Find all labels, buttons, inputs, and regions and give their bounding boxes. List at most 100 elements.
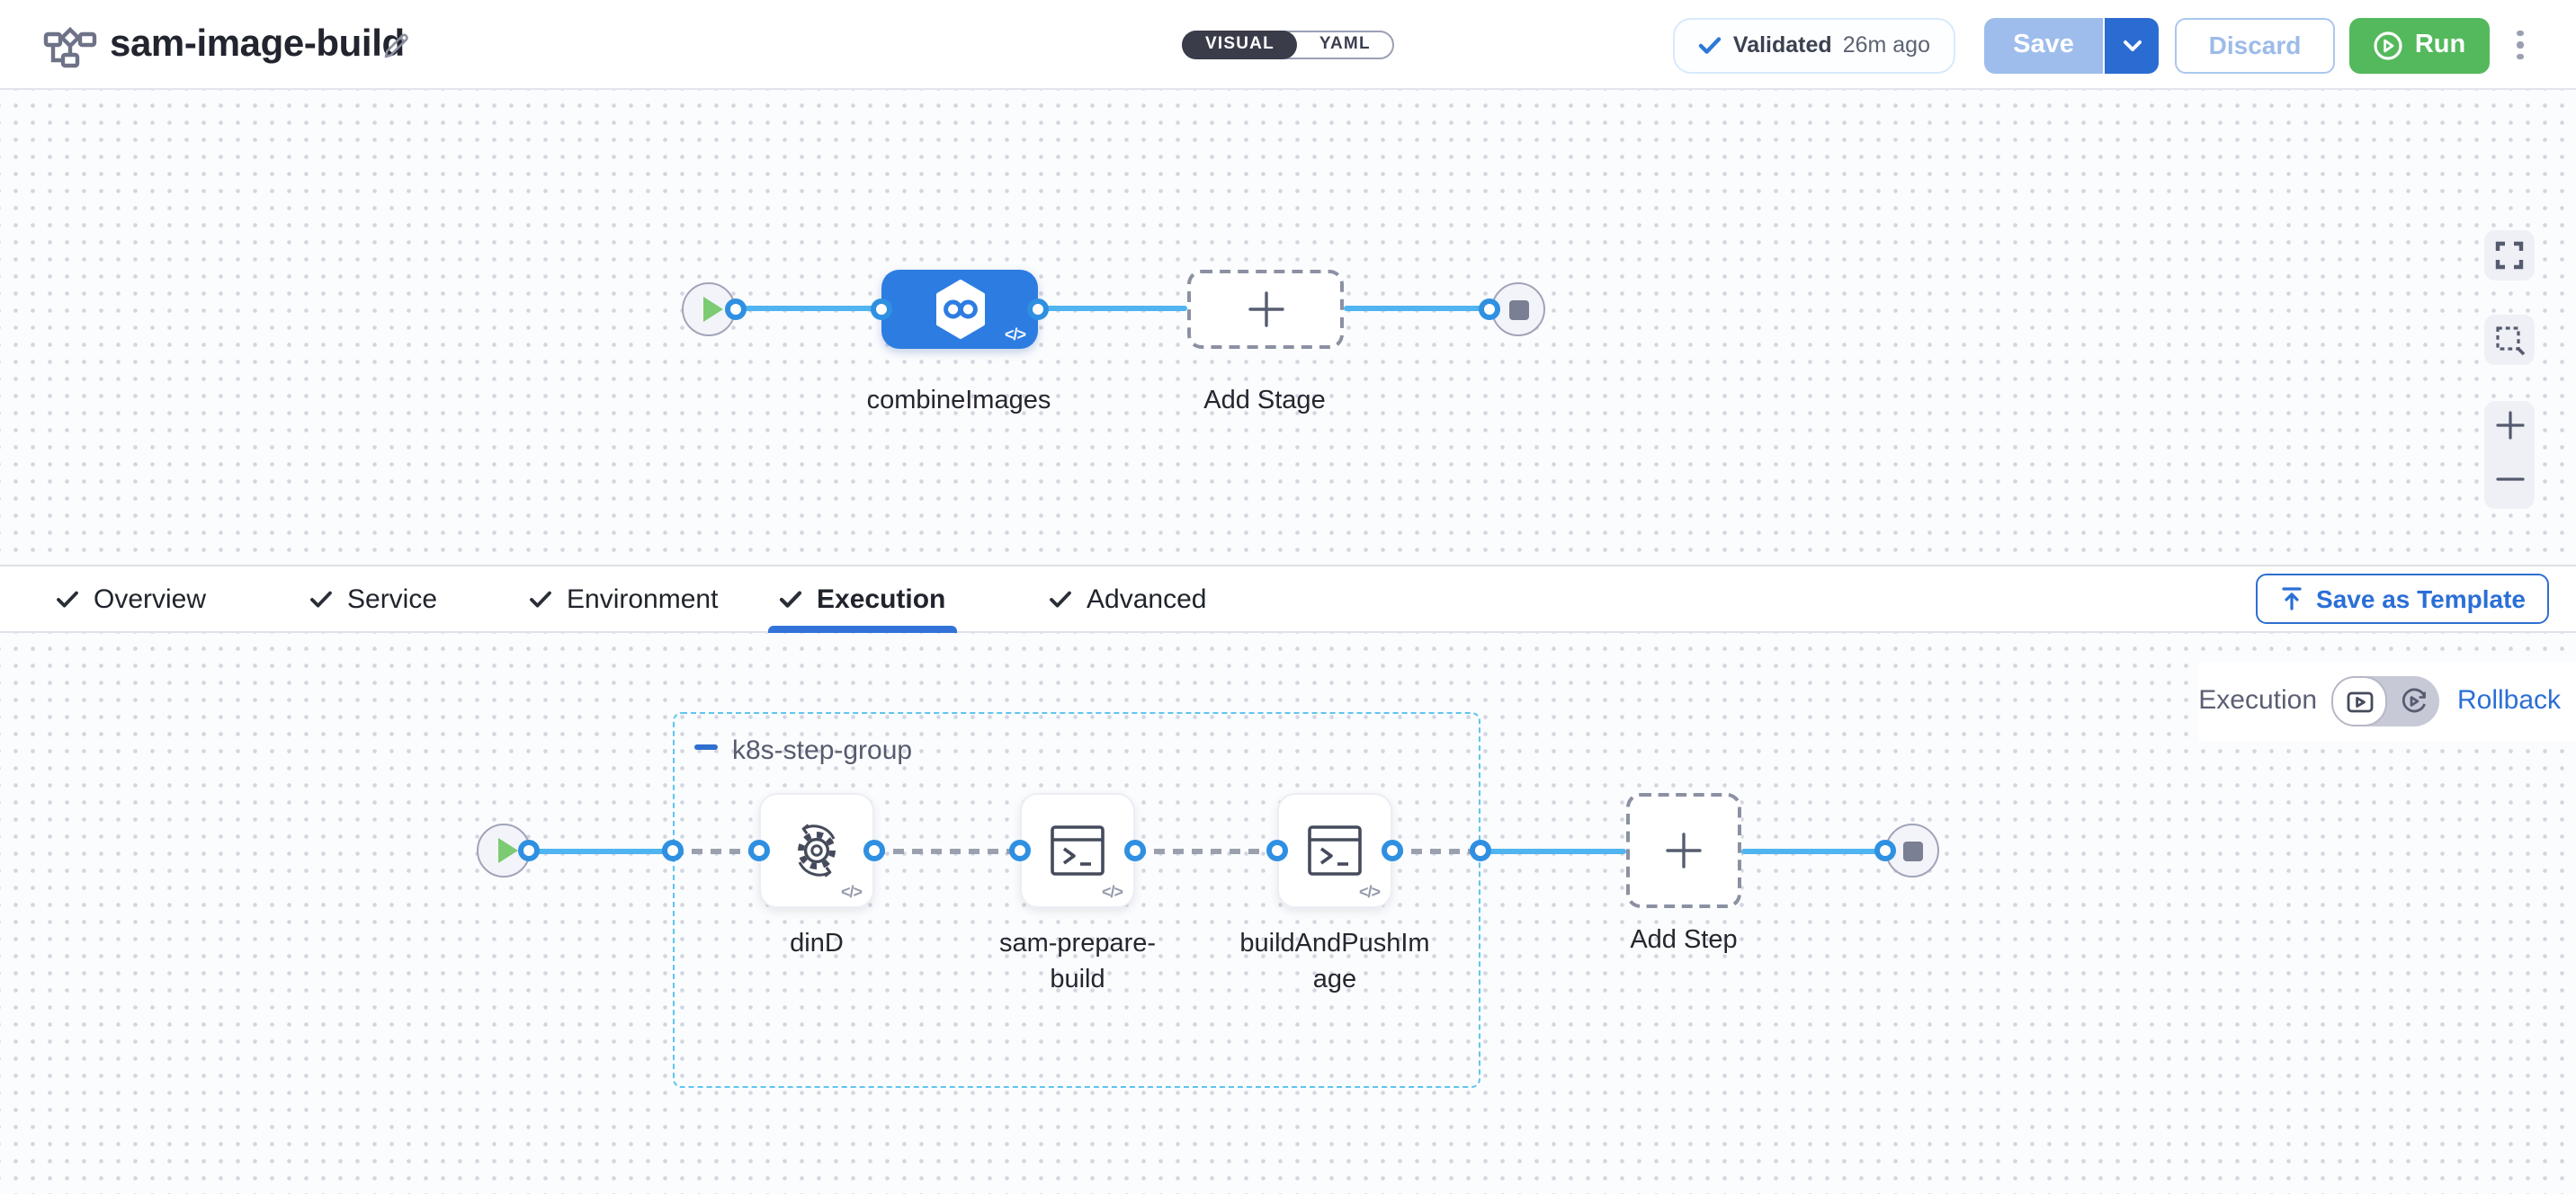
connector-port[interactable]: [863, 840, 885, 861]
tab-overview[interactable]: Overview: [45, 566, 217, 631]
tab-label: Service: [347, 584, 437, 614]
connector-line-dashed: [1135, 849, 1277, 853]
visual-yaml-toggle: VISUAL YAML: [1182, 31, 1394, 59]
tab-service[interactable]: Service: [299, 566, 448, 631]
check-icon: [529, 589, 552, 609]
zoom-out-icon: [2494, 464, 2525, 495]
connector-port[interactable]: [518, 840, 540, 861]
zoom-panel: [2484, 401, 2535, 509]
step-label: sam-prepare- build: [934, 926, 1221, 998]
sync-gear-icon: [786, 820, 847, 881]
stage-node-combineImages[interactable]: </>: [881, 270, 1038, 349]
add-step-button[interactable]: [1626, 793, 1741, 908]
chevron-down-icon: [2122, 39, 2142, 51]
connector-port[interactable]: [1382, 840, 1403, 861]
check-icon: [1699, 35, 1722, 55]
check-icon: [779, 589, 802, 609]
toggle-visual[interactable]: VISUAL: [1182, 31, 1298, 59]
connector-line: [529, 849, 673, 854]
connector-line: [736, 306, 881, 311]
check-icon: [56, 589, 79, 609]
execution-mode-label: Execution: [2164, 676, 2317, 726]
fullscreen-icon: [2495, 241, 2524, 270]
marquee-select-icon: [2494, 325, 2525, 355]
connector-line-dashed: [874, 849, 1020, 853]
execution-view-icon: [2345, 690, 2374, 713]
validated-badge[interactable]: Validated 26m ago: [1674, 17, 1955, 73]
step-card-dinD[interactable]: </>: [759, 793, 874, 908]
save-as-template-button[interactable]: Save as Template: [2255, 574, 2549, 624]
play-node-icon: [702, 297, 722, 322]
header: sam-image-build VISUAL YAML Validated 26…: [0, 0, 2576, 90]
connector-port[interactable]: [1027, 298, 1049, 320]
terminal-icon: [1306, 824, 1364, 878]
save-options-button[interactable]: [2105, 17, 2159, 73]
connector-port[interactable]: [1009, 840, 1031, 861]
save-button[interactable]: Save: [1984, 17, 2105, 73]
tab-environment[interactable]: Environment: [518, 566, 729, 631]
step-label: buildAndPushIm age: [1191, 926, 1479, 998]
connector-port[interactable]: [725, 298, 747, 320]
fullscreen-button[interactable]: [2484, 230, 2535, 281]
discard-button[interactable]: Discard: [2175, 17, 2335, 73]
zoom-in-icon: [2494, 410, 2525, 441]
step-card-sam-prepare-build[interactable]: </>: [1020, 793, 1135, 908]
play-node-icon: [497, 838, 517, 863]
terminal-icon: [1049, 824, 1106, 878]
tab-advanced[interactable]: Advanced: [1038, 566, 1217, 631]
validated-time: 26m ago: [1843, 32, 1930, 58]
connector-port[interactable]: [1470, 840, 1491, 861]
pipeline-icon: [43, 23, 97, 77]
code-badge-icon: </>: [1005, 325, 1025, 343]
run-button[interactable]: Run: [2349, 17, 2490, 73]
toggle-yaml[interactable]: YAML: [1298, 32, 1392, 58]
connector-line-dashed: [1392, 849, 1480, 853]
config-tab-bar: Overview Service Environment Execution A…: [0, 565, 2576, 633]
edit-pencil-icon[interactable]: [383, 32, 410, 68]
collapse-group-icon[interactable]: [694, 739, 718, 755]
connector-line: [1344, 306, 1489, 311]
rollback-mode-segment[interactable]: [2387, 676, 2439, 726]
stage-label: combineImages: [815, 383, 1103, 419]
zoom-out-button[interactable]: [2484, 464, 2535, 500]
marquee-select-button[interactable]: [2484, 315, 2535, 365]
check-icon: [309, 589, 333, 609]
connector-port[interactable]: [1874, 840, 1896, 861]
run-label: Run: [2415, 31, 2465, 59]
add-stage-button[interactable]: [1187, 270, 1344, 349]
connector-port[interactable]: [871, 298, 892, 320]
zoom-in-button[interactable]: [2484, 410, 2535, 446]
step-card-buildAndPushImage[interactable]: </>: [1277, 793, 1392, 908]
tab-execution[interactable]: Execution: [768, 566, 956, 631]
code-badge-icon: </>: [841, 883, 862, 901]
rollback-view-icon: [2399, 687, 2428, 716]
validated-status: Validated: [1733, 32, 1832, 58]
more-options-icon[interactable]: [2508, 23, 2533, 67]
execution-mode-segment[interactable]: [2331, 676, 2387, 726]
run-play-icon: [2374, 30, 2404, 60]
stop-node-icon: [1508, 299, 1528, 319]
plus-icon: [1246, 290, 1285, 329]
code-badge-icon: </>: [1359, 883, 1380, 901]
connector-port[interactable]: [662, 840, 684, 861]
stage-canvas: </> combineImages Add Stage: [0, 90, 2576, 565]
rollback-link[interactable]: Rollback: [2457, 676, 2561, 726]
check-icon: [1049, 589, 1072, 609]
step-label: dinD: [673, 926, 961, 962]
header-actions: Validated 26m ago Save Discard Run: [1674, 0, 2533, 90]
connector-line: [1741, 849, 1885, 854]
add-stage-label: Add Stage: [1121, 383, 1409, 419]
tab-label: Execution: [817, 584, 945, 614]
plus-icon: [1664, 831, 1704, 870]
save-split-button: Save: [1984, 17, 2159, 73]
upload-icon: [2278, 586, 2303, 611]
connector-port[interactable]: [1266, 840, 1288, 861]
stop-node-icon: [1902, 841, 1922, 860]
execution-rollback-toggle: [2331, 676, 2439, 726]
connector-line: [1480, 849, 1626, 854]
stage-hexagon-infinity-icon: [933, 279, 987, 340]
connector-port[interactable]: [1124, 840, 1146, 861]
tab-label: Overview: [94, 584, 206, 614]
connector-port[interactable]: [1479, 298, 1500, 320]
connector-port[interactable]: [748, 840, 770, 861]
